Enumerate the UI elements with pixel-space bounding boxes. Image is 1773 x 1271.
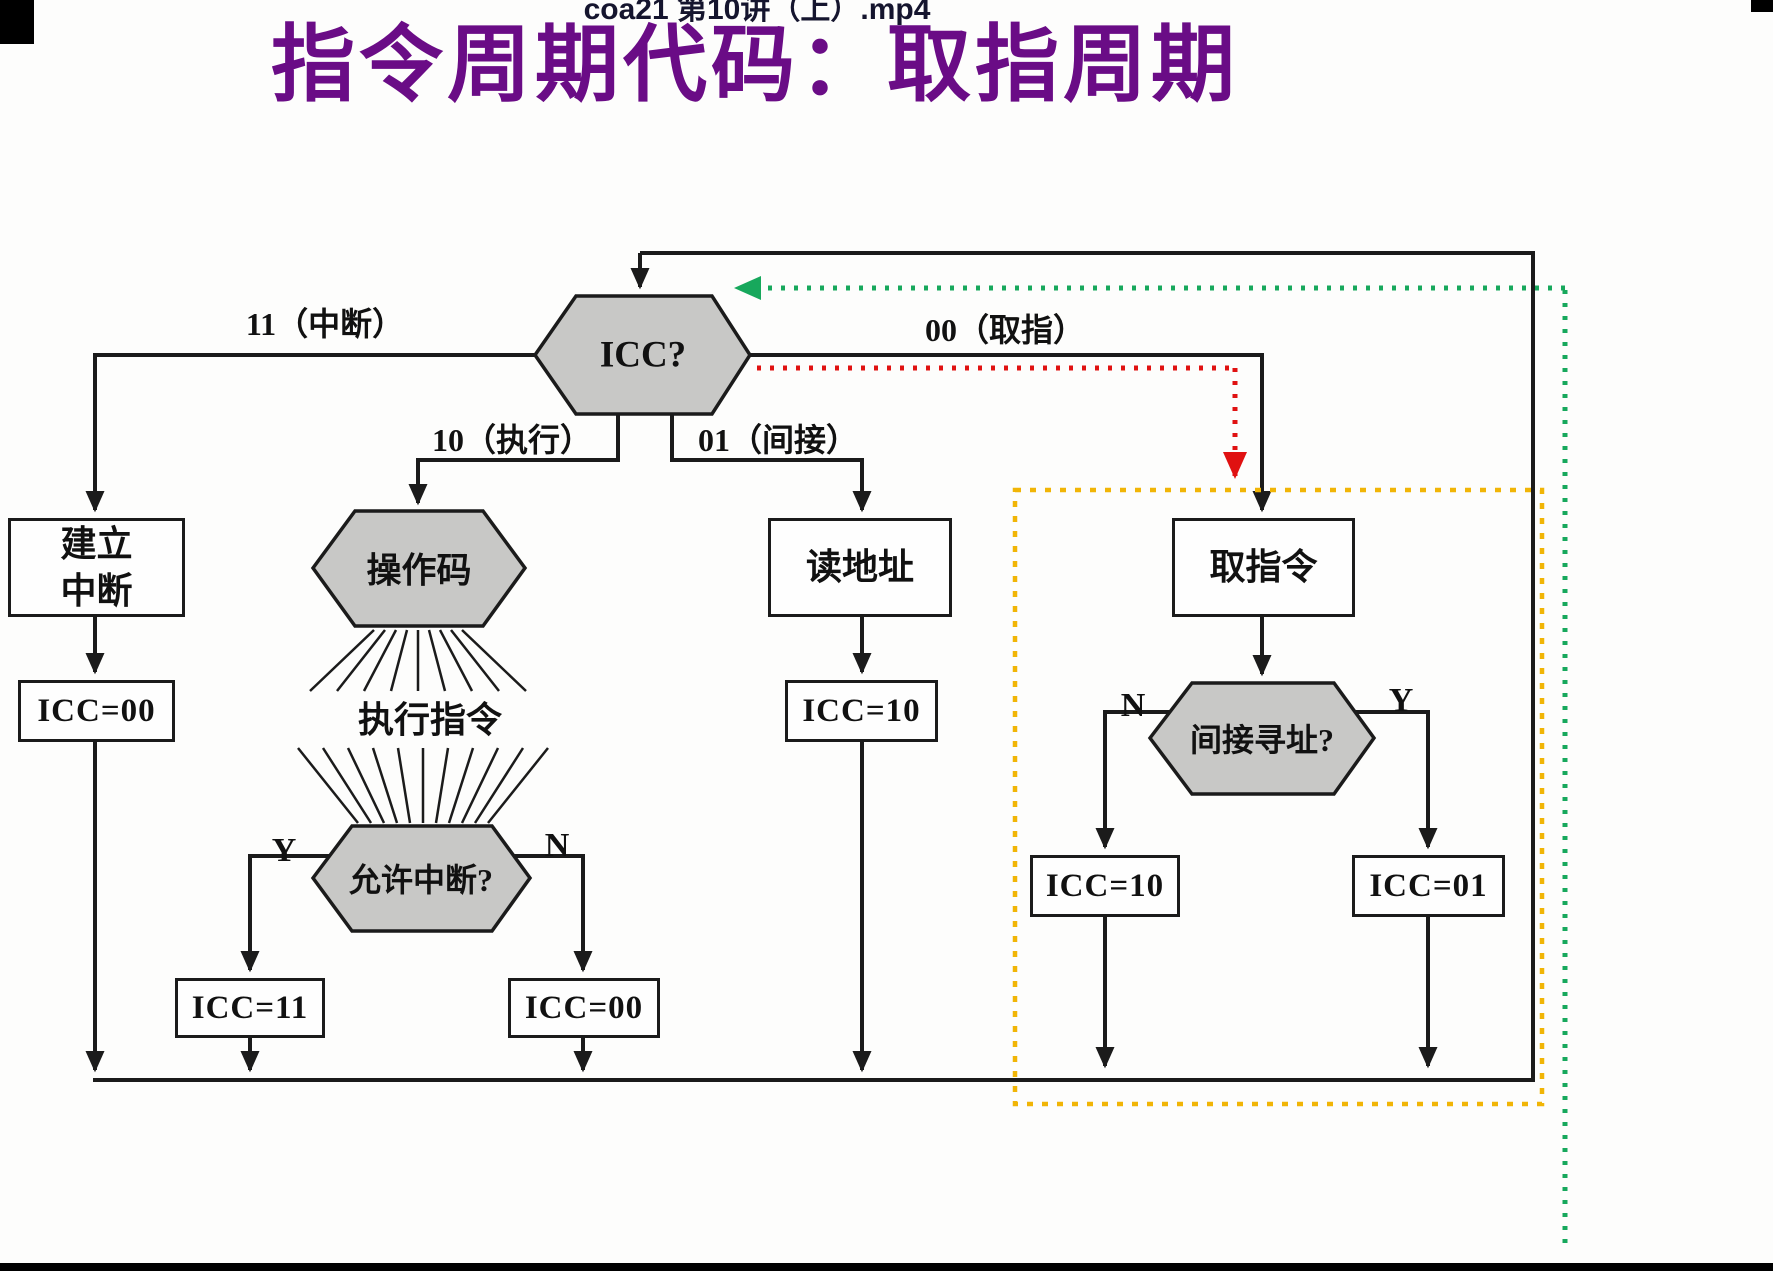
yes-label-execute: Y [271, 832, 297, 869]
icc-decision-label: ICC? [599, 334, 687, 376]
indirect-branch-lines [670, 414, 872, 1073]
read-address-box: 读地址 [768, 518, 952, 617]
icc00-box-execute: ICC=00 [508, 978, 660, 1038]
slide-title: 指令周期代码：取指周期 [270, 17, 1240, 112]
indirect-addressing-label: 间接寻址? [1189, 722, 1335, 758]
red-fetch-dotted-arrow [757, 365, 1248, 479]
icc10-box-fetch: ICC=10 [1030, 855, 1180, 917]
icc-decision-hexagon [532, 294, 753, 416]
no-label-fetch: N [1120, 687, 1146, 724]
edge-label-interrupt: 11（中断） [245, 306, 405, 342]
edge-label-execute: 10（执行） [431, 422, 593, 458]
letterbox-top-left [0, 0, 34, 44]
indirect-addressing-hexagon [1147, 681, 1377, 796]
icc00-box-interrupt: ICC=00 [18, 680, 175, 742]
video-filename-overlay: coa21 第10讲（上）.mp4 [583, 0, 931, 26]
letterbox-bottom [0, 1263, 1773, 1271]
allow-interrupt-label: 允许中断? [348, 862, 494, 898]
icc10-box-indirect: ICC=10 [785, 680, 938, 742]
setup-interrupt-box: 建立 中断 [8, 518, 185, 617]
icc11-box: ICC=11 [175, 978, 325, 1038]
icc01-box: ICC=01 [1352, 855, 1505, 917]
execute-branch-lines [240, 414, 620, 1073]
edge-label-fetch: 00（取指） [924, 312, 1086, 348]
setup-interrupt-line2: 中断 [60, 570, 133, 611]
execute-instruction-label: 执行指令 [357, 700, 503, 740]
fetch-branch-lines [750, 353, 1438, 1069]
opcode-fan-rays [309, 629, 527, 692]
allow-interrupt-hexagon [310, 824, 533, 933]
no-label-execute: N [544, 827, 570, 864]
setup-interrupt-line1: 建立 [60, 523, 133, 564]
edge-label-indirect: 01（间接） [697, 422, 859, 458]
fetch-instruction-box: 取指令 [1172, 518, 1355, 617]
letterbox-top-right [1751, 0, 1773, 12]
opcode-hexagon [310, 509, 528, 628]
execute-fan-rays [297, 747, 549, 824]
main-loop-lines [93, 251, 1535, 1082]
yes-label-fetch: Y [1388, 682, 1414, 719]
opcode-label: 操作码 [366, 551, 472, 591]
green-loop-dotted-arrow [734, 276, 1568, 1243]
interrupt-branch-lines [85, 353, 537, 1073]
